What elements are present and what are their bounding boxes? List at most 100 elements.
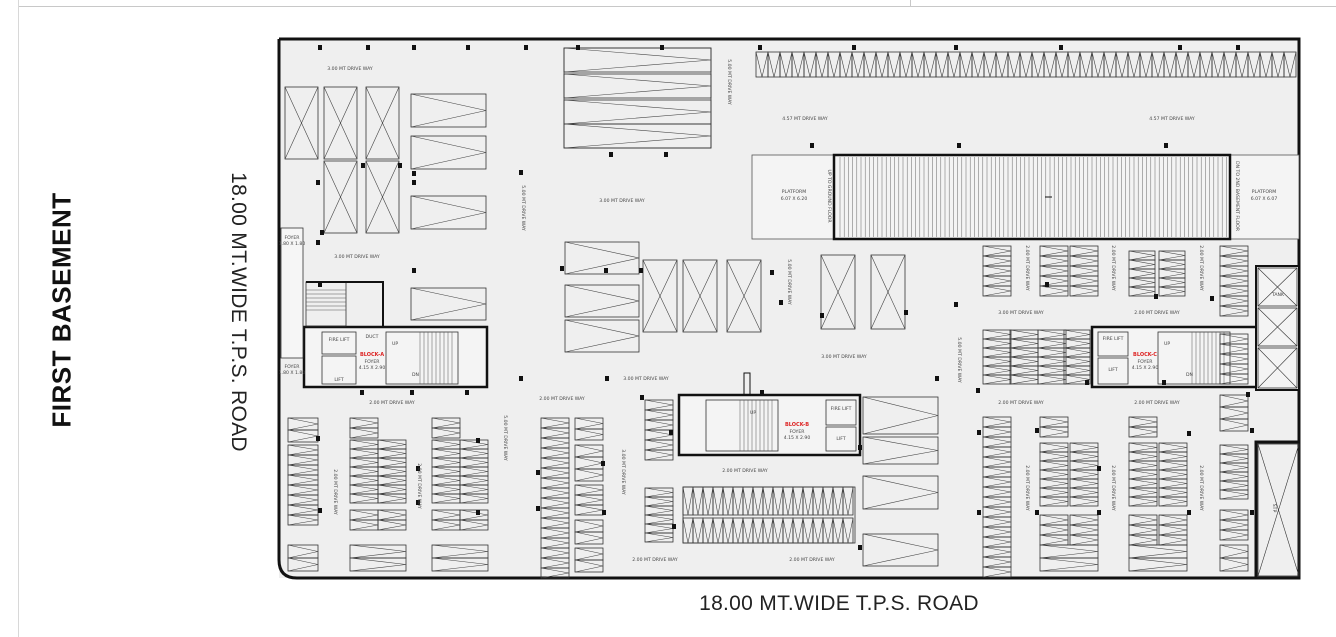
parking-stall-mark <box>1259 51 1273 78</box>
column <box>852 45 856 50</box>
parking-stall-mark <box>1219 453 1249 464</box>
platform-right-size: 6.07 X 6.07 <box>1251 196 1278 202</box>
parking-stall-cross <box>323 160 358 234</box>
parking-stall-mark <box>1039 514 1069 526</box>
platform-left-size: 6.07 X 6.20 <box>781 196 808 202</box>
parking-stall-mark <box>762 486 774 516</box>
parking-stall-mark <box>982 536 1012 548</box>
parking-stall <box>642 259 678 333</box>
column <box>536 470 540 475</box>
column <box>536 506 540 511</box>
parking-stall-mark <box>1037 347 1067 358</box>
parking-stall-mark <box>1219 333 1249 345</box>
parking-stall-mark <box>1039 426 1069 438</box>
parking-stall-mark <box>1069 255 1099 267</box>
parking-stall-mark <box>540 447 570 459</box>
column <box>954 45 958 50</box>
parking-stall-mark <box>377 519 407 531</box>
parking-stall-mark <box>287 514 319 526</box>
block-a-size: 4.15 X 2.90 <box>359 365 386 371</box>
parking-stall-mark <box>1063 356 1091 367</box>
parking-stall-mark <box>540 497 570 509</box>
column <box>1097 466 1101 471</box>
parking-stall <box>870 254 906 330</box>
parking-stall-mark <box>1069 514 1099 526</box>
parking-stall-mark <box>574 547 604 561</box>
column <box>416 500 420 505</box>
parking-stall-mark <box>1019 51 1033 78</box>
column <box>316 180 320 185</box>
parking-stall-mark <box>1039 478 1069 489</box>
parking-stall-mark <box>574 559 604 573</box>
parking-stall-mark <box>349 544 407 559</box>
parking-stall-mark <box>1128 487 1158 498</box>
block-a-stair <box>385 331 459 385</box>
block-b-shaft <box>743 372 751 396</box>
parking-stall-mark <box>1007 51 1021 78</box>
parking-stall-mark <box>540 487 570 499</box>
parking-stall-mark <box>982 506 1012 518</box>
parking-stall <box>323 86 358 160</box>
parking-stall-mark <box>803 51 817 78</box>
parking-stall-mark <box>1039 487 1069 498</box>
column <box>316 240 320 245</box>
parking-stall-mark <box>935 51 949 78</box>
driveway-label-vertical: 5.00 MT DRIVE WAY <box>786 259 792 305</box>
parking-stall-mark <box>540 517 570 529</box>
parking-stall-mark <box>1128 250 1156 261</box>
parking-stall-mark <box>1219 265 1249 277</box>
parking-stall-mark <box>431 427 461 439</box>
parking-stall-mark <box>459 519 489 531</box>
column <box>519 170 523 175</box>
parking-stall-mark <box>982 516 1012 528</box>
parking-stall-mark <box>1219 255 1249 267</box>
parking-stall-mark <box>947 51 961 78</box>
parking-stall-mark <box>982 255 1012 267</box>
parking-stall-mark <box>377 509 407 521</box>
parking-stall-mark <box>1158 460 1188 471</box>
column <box>361 163 365 168</box>
left-foyer-label: FOYER <box>285 235 301 241</box>
block-b-fire-lift <box>825 399 857 426</box>
parking-stall-mark <box>1235 51 1249 78</box>
column <box>602 510 606 515</box>
parking-stall-cross <box>726 259 762 333</box>
sheet-top-tick <box>910 0 911 6</box>
column <box>360 390 364 395</box>
block-a-core <box>302 325 489 389</box>
parking-stall-mark <box>752 486 764 516</box>
parking-stall-mark <box>1069 524 1099 536</box>
driveway-label-vertical: 2.00 MT DRIVE WAY <box>1198 465 1204 511</box>
parking-stall-mark <box>564 319 640 353</box>
parking-stall-mark <box>287 454 319 466</box>
parking-stall-mark <box>1069 265 1099 277</box>
parking-stall-mark <box>1219 444 1249 455</box>
parking-stall-mark <box>644 505 674 516</box>
parking-stall-mark <box>1069 245 1099 257</box>
parking-stall-mark <box>1055 51 1069 78</box>
column <box>318 282 322 287</box>
parking-stall-mark <box>832 486 844 516</box>
parking-stall-mark <box>982 526 1012 538</box>
driveway-label: 3.00 MT DRIVE WAY <box>599 198 645 204</box>
parking-stall-mark <box>1158 451 1188 462</box>
parking-stall-mark <box>1128 259 1156 270</box>
column <box>976 388 980 393</box>
parking-stall-mark <box>540 537 570 549</box>
parking-stall-mark <box>862 396 939 435</box>
parking-stall-mark <box>862 533 939 567</box>
parking-stall-mark <box>1037 374 1067 385</box>
parking-stall-mark <box>1158 286 1186 297</box>
parking-stall-mark <box>722 486 734 516</box>
parking-stall-mark <box>410 135 487 170</box>
parking-stall-mark <box>1219 353 1249 365</box>
block-b-up: UP <box>750 410 756 416</box>
parking-stall <box>820 254 856 330</box>
parking-stall-mark <box>712 486 724 516</box>
parking-stall-mark <box>287 494 319 506</box>
driveway-label-vertical: 5.00 MT DRIVE WAY <box>520 185 526 231</box>
parking-stall-mark <box>1139 51 1153 78</box>
column <box>412 180 416 185</box>
parking-stall-mark <box>1128 451 1158 462</box>
column <box>664 152 668 157</box>
